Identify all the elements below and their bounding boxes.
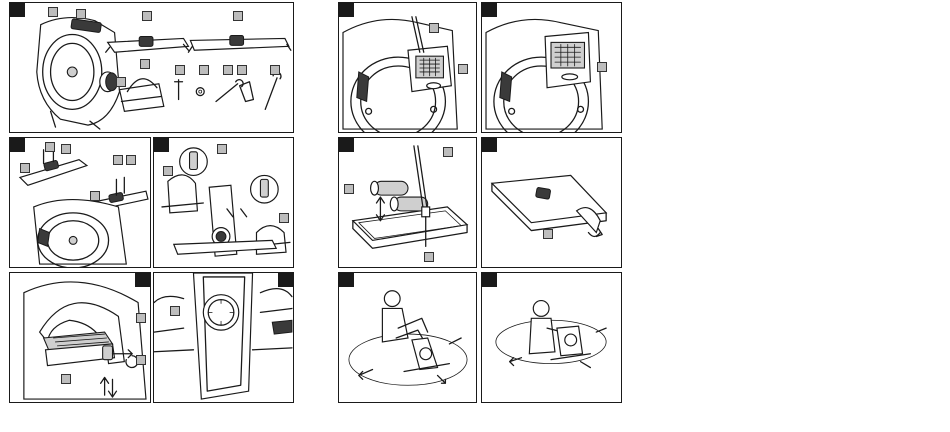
- panel-stabilizer-mounting: [9, 137, 151, 268]
- panel-console-battery: [338, 2, 477, 133]
- panel-leg-exercise-use: [338, 272, 477, 403]
- callout-marker: [163, 166, 173, 176]
- callout-marker: [429, 23, 439, 33]
- callout-marker: [443, 147, 453, 157]
- leg-exercise-illustration: [339, 273, 476, 402]
- callout-marker: [116, 77, 126, 87]
- panel-pedal-mounting: [153, 137, 294, 268]
- tension-knob-illustration: [154, 273, 293, 402]
- callout-marker: [48, 7, 58, 17]
- callout-marker: [597, 62, 607, 72]
- panel-parts-overview: [9, 2, 294, 133]
- panel-tension-knob: [153, 272, 294, 403]
- callout-marker: [76, 9, 86, 19]
- callout-marker: [217, 144, 227, 154]
- callout-marker: [136, 313, 146, 323]
- pedal-strap-illustration: [10, 273, 150, 402]
- callout-marker: [126, 155, 136, 165]
- callout-marker: [136, 355, 146, 365]
- panel-console-installed: [481, 2, 622, 133]
- callout-marker: [270, 65, 280, 75]
- callout-marker: [113, 155, 123, 165]
- arm-exercise-illustration: [482, 273, 621, 402]
- panel-console-battery-compartment: [338, 137, 477, 268]
- callout-marker: [223, 65, 233, 75]
- callout-marker: [61, 144, 71, 154]
- callout-marker: [237, 65, 247, 75]
- callout-marker: [20, 163, 30, 173]
- battery-compartment-illustration: [339, 138, 476, 267]
- parts-overview-illustration: [10, 3, 293, 132]
- callout-marker: [142, 11, 152, 21]
- panel-pedal-strap-adjust: [9, 272, 151, 403]
- pedal-mounting-illustration: [154, 138, 293, 267]
- panel-arm-exercise-use: [481, 272, 622, 403]
- callout-marker: [140, 59, 150, 69]
- panel-rear-stabilizer-leveler: [481, 137, 622, 268]
- callout-marker: [175, 65, 185, 75]
- rear-stabilizer-illustration: [482, 138, 621, 267]
- callout-marker: [199, 65, 209, 75]
- callout-marker: [90, 191, 100, 201]
- callout-marker: [61, 374, 71, 384]
- callout-marker: [45, 142, 55, 152]
- callout-marker: [543, 229, 553, 239]
- callout-marker: [170, 306, 180, 316]
- callout-marker: [233, 11, 243, 21]
- callout-marker: [424, 252, 434, 262]
- console-battery-illustration: [339, 3, 476, 132]
- callout-marker: [458, 64, 468, 74]
- callout-marker: [279, 213, 289, 223]
- callout-marker: [344, 184, 354, 194]
